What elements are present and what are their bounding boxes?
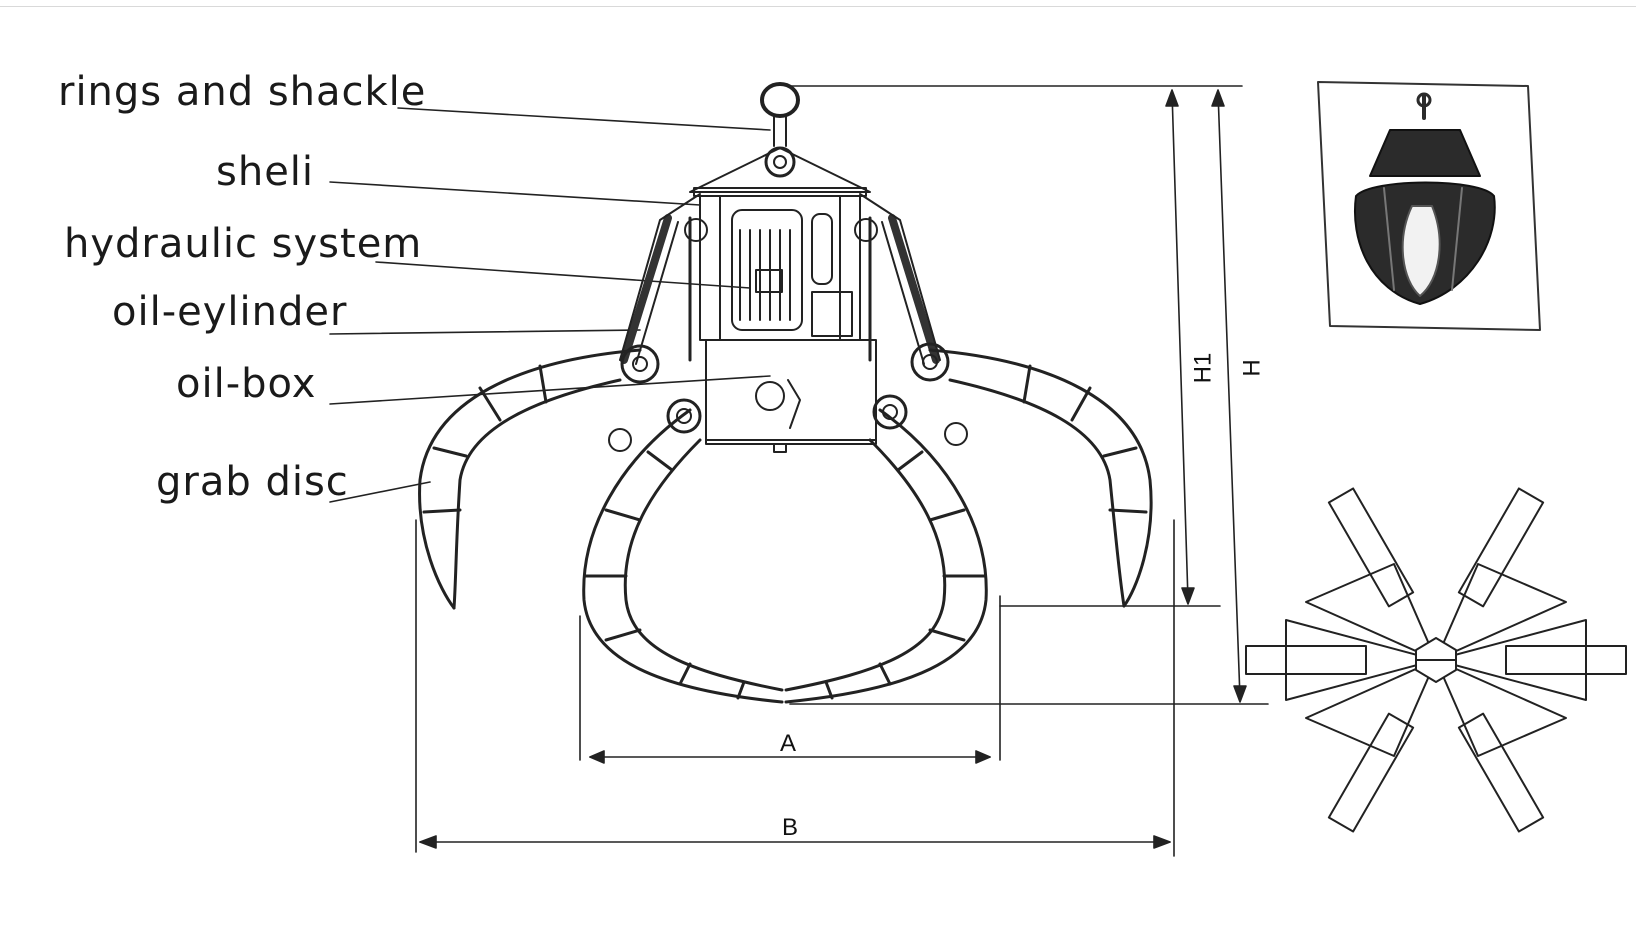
top-divider (0, 6, 1636, 7)
dimension-a (580, 596, 1000, 763)
pivot-pins (609, 344, 967, 451)
star-arm-6 (1436, 620, 1626, 700)
grab-top-view (1246, 488, 1626, 831)
label-oil-box: oil-box (176, 361, 317, 407)
label-oil-cylinder: oil-eylinder (112, 289, 348, 335)
label-grab-disc: grab disc (156, 459, 349, 505)
label-hydraulic-system: hydraulic system (64, 221, 423, 267)
tine-outer-right (930, 350, 1151, 606)
dimension-b (416, 520, 1174, 856)
leader-oil-box (330, 376, 770, 404)
tine-inner-left (584, 410, 782, 702)
label-sheli: sheli (216, 149, 315, 195)
star-arm-3 (1306, 660, 1436, 832)
grab-photo-inset (1318, 82, 1540, 330)
hydraulic-motor (732, 210, 852, 336)
leader-lines (330, 108, 770, 502)
star-arm-5 (1246, 620, 1436, 700)
leader-cylinder (330, 330, 640, 334)
tine-inner-right (786, 410, 986, 702)
label-rings-and-shackle: rings and shackle (58, 69, 427, 115)
leader-rings (398, 108, 770, 130)
star-arm-4 (1436, 660, 1566, 832)
tine-outer-left (420, 350, 640, 608)
leader-grab-disc (330, 482, 430, 502)
dimension-h (790, 86, 1268, 704)
oil-box-body (706, 340, 876, 452)
star-arm-2 (1436, 488, 1566, 660)
oil-cylinders (620, 194, 940, 364)
dimension-label-b: B (782, 814, 799, 841)
dimension-label-a: A (780, 730, 797, 757)
leader-sheli (330, 182, 700, 205)
leader-hydraulic (376, 262, 750, 288)
star-arm-1 (1306, 488, 1436, 660)
